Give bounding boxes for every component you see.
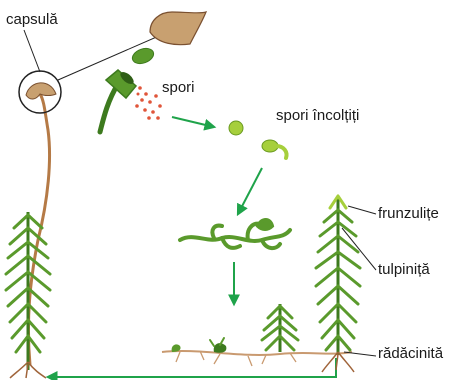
moss-plant-right bbox=[316, 196, 360, 372]
label-radacinita: rădăcinită bbox=[378, 346, 443, 361]
capsule-leader-line bbox=[24, 30, 40, 72]
leader-radacinita bbox=[344, 352, 376, 356]
label-frunzulite: frunzulițe bbox=[378, 206, 439, 221]
spore-dots bbox=[135, 86, 162, 120]
moss-plant-left bbox=[6, 83, 56, 378]
young-moss-plant bbox=[262, 304, 298, 352]
spore-round bbox=[229, 121, 243, 135]
arrow-spores-to-germinated bbox=[172, 117, 214, 127]
ground-stolon bbox=[162, 351, 352, 355]
leader-tulpinita bbox=[342, 228, 376, 270]
label-spori-incoltiti: spori încolțiți bbox=[276, 108, 359, 123]
protonema-bud bbox=[258, 220, 272, 229]
label-capsula: capsulă bbox=[6, 12, 58, 27]
germinated-spores bbox=[229, 121, 287, 158]
spore-germ-tube bbox=[276, 146, 287, 158]
label-spori: spori bbox=[162, 80, 195, 95]
capsule-enlarged bbox=[150, 12, 206, 45]
label-tulpinita: tulpiniță bbox=[378, 262, 430, 277]
arrow-germinated-to-protonema bbox=[238, 168, 262, 214]
capsule-enlarged-group bbox=[100, 12, 206, 132]
open-capsule-stalk bbox=[100, 84, 118, 132]
arrow-cycle-return bbox=[48, 358, 336, 377]
capsule-lid bbox=[130, 46, 155, 67]
leader-frunzulite bbox=[348, 206, 376, 214]
right-roots bbox=[322, 352, 354, 372]
protonema bbox=[180, 220, 290, 248]
